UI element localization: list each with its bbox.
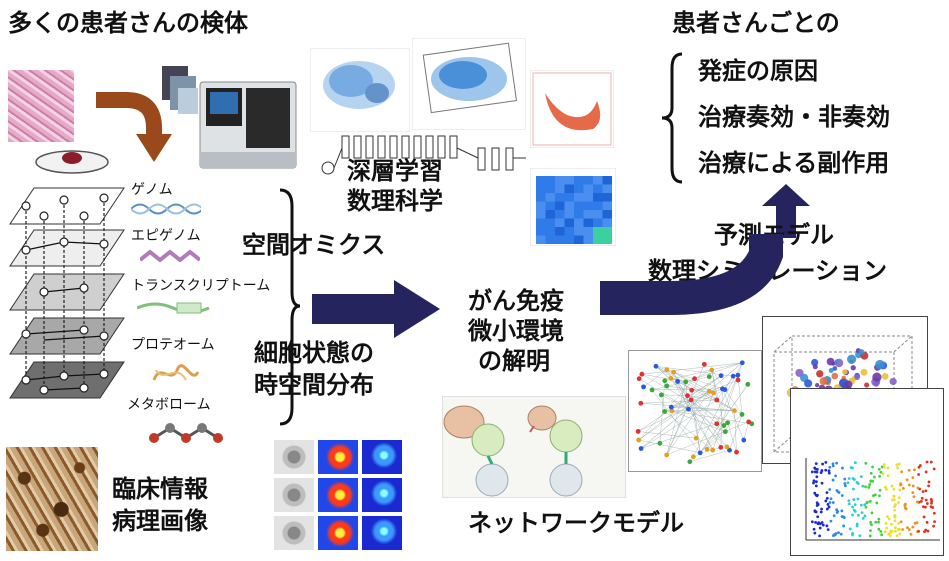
scatter-plot-red <box>530 70 614 148</box>
right-brace <box>661 52 683 184</box>
omics-label-genome: ゲノム <box>131 182 173 198</box>
molecule-icon <box>149 423 223 443</box>
cancer-immunity-label: がん免疫 <box>468 287 564 315</box>
sequencer-machine-image <box>162 66 297 169</box>
omics-label-transcriptome: トランスクリプトーム <box>131 278 271 294</box>
omics-label-epigenome: エピゲノム <box>131 228 201 244</box>
transcript-icon <box>137 302 210 314</box>
dna-icon <box>131 203 201 215</box>
tsne-scatter-plot <box>790 388 944 556</box>
pathology-image <box>6 447 98 551</box>
network-model-label: ネットワークモデル <box>468 509 684 537</box>
neural-network-diagram <box>321 135 526 175</box>
outcome-response: 治療奏効・非奏効 <box>698 103 890 131</box>
navy-curved-arrow <box>600 234 783 315</box>
navy-up-arrow <box>762 184 810 238</box>
cell-state-label: 細胞状態の <box>254 339 374 367</box>
mathematical-science-label: 数理科学 <box>347 187 443 215</box>
clinical-info-label: 臨床情報 <box>112 475 208 503</box>
heatmap-panel <box>530 168 616 246</box>
scatter-plot-blue-1 <box>310 48 410 132</box>
omics-layer-stack <box>9 187 125 399</box>
tissue-histology-image <box>8 70 74 142</box>
omics-label-proteome: プロテオーム <box>131 337 215 353</box>
protein-icon <box>152 364 200 381</box>
network-graph <box>628 350 762 472</box>
outcome-cause: 発症の原因 <box>698 57 818 85</box>
spatial-omics-label: 空間オミクス <box>242 231 386 259</box>
outcome-side-effect: 治療による副作用 <box>698 149 890 177</box>
brown-curved-arrow <box>96 92 172 162</box>
epigenome-icon <box>140 249 200 263</box>
navy-arrow-center <box>312 280 440 338</box>
petri-dish-icon <box>35 150 109 174</box>
spatiotemporal-distribution-label: 時空間分布 <box>254 371 374 399</box>
immune-checkpoint-illustration <box>442 396 626 498</box>
per-patient-title: 患者さんごとの <box>672 9 840 37</box>
microenvironment-label: 微小環境 <box>468 317 564 345</box>
cell-imaging-grid <box>274 440 404 552</box>
deep-learning-label: 深層学習 <box>347 157 443 185</box>
elucidation-label: の解明 <box>478 347 550 375</box>
left-brace <box>279 188 301 426</box>
omics-label-metabolome: メタボローム <box>127 397 211 413</box>
pathology-image-label: 病理画像 <box>112 507 208 535</box>
scatter-plot-blue-2 <box>412 38 526 130</box>
samples-title: 多くの患者さんの検体 <box>8 9 248 37</box>
